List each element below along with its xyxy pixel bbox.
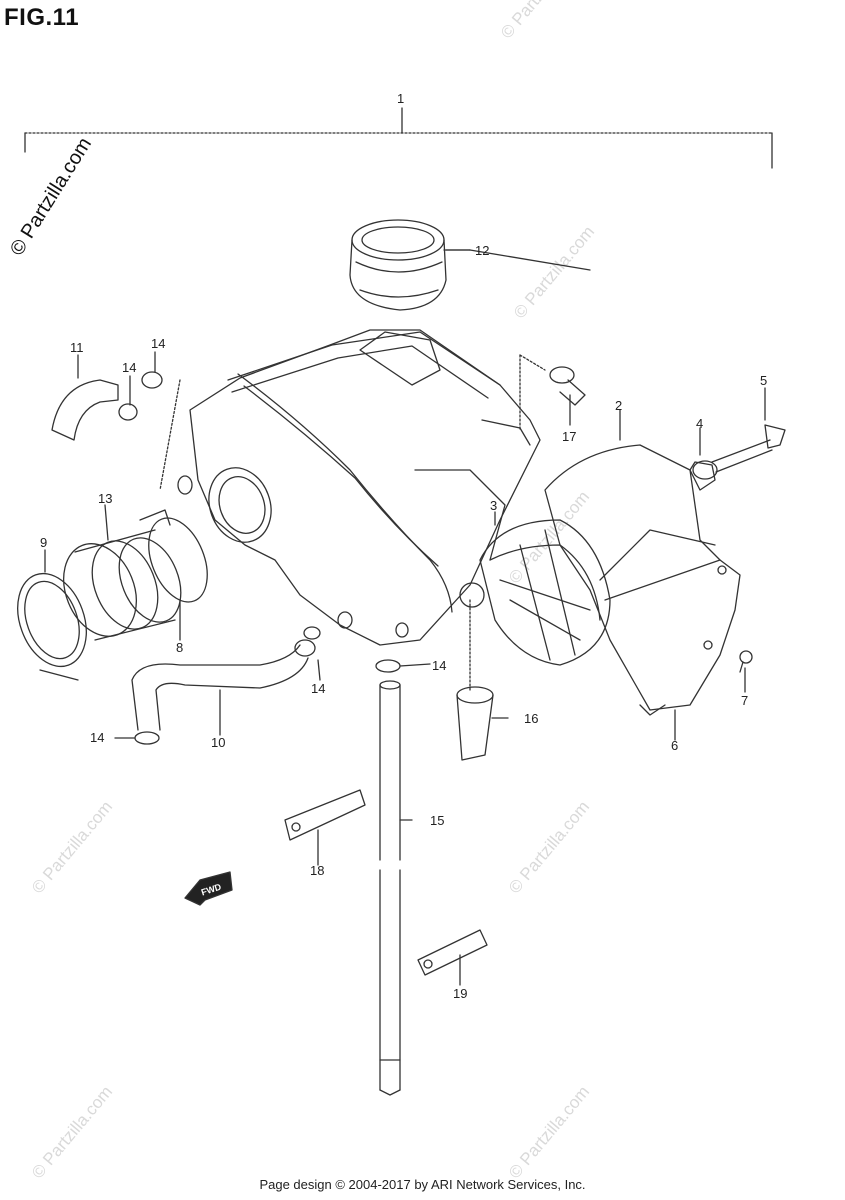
intake-boot-part xyxy=(349,219,471,311)
hose-upper xyxy=(51,371,163,441)
callout-5: 5 xyxy=(760,373,767,388)
callout-17: 17 xyxy=(562,429,576,444)
bolt xyxy=(549,366,586,406)
callout-11: 11 xyxy=(70,340,84,355)
callout-12: 12 xyxy=(475,243,489,258)
callout-1: 1 xyxy=(397,91,404,106)
callout-13: 13 xyxy=(98,491,112,506)
callout-18: 18 xyxy=(310,863,324,878)
filter-element xyxy=(459,519,611,666)
clamp-18 xyxy=(284,789,366,841)
callout-6: 6 xyxy=(671,738,678,753)
air-cleaner-case xyxy=(177,329,541,646)
figure-title: FIG.11 xyxy=(4,4,80,31)
callouts: 1 2 3 4 5 6 7 8 9 10 11 12 13 14 14 14 1… xyxy=(40,91,767,1001)
fwd-arrow-shape xyxy=(184,871,233,906)
connector-lines xyxy=(159,354,546,691)
air-cleaner-cover xyxy=(544,444,741,716)
small-screw xyxy=(739,650,753,673)
callout-3: 3 xyxy=(490,498,497,513)
mount-screw xyxy=(689,424,786,491)
callout-14-a: 14 xyxy=(151,336,165,351)
callout-2: 2 xyxy=(615,398,622,413)
callout-8: 8 xyxy=(176,640,183,655)
clamp-19 xyxy=(417,929,488,976)
drain-tube xyxy=(379,680,401,1096)
leader-lines xyxy=(44,249,766,986)
callout-7: 7 xyxy=(741,693,748,708)
assembly-bracket xyxy=(24,107,773,169)
callout-10: 10 xyxy=(211,735,225,750)
callout-14-d: 14 xyxy=(311,681,325,696)
callout-14-c: 14 xyxy=(432,658,446,673)
intake-duct xyxy=(17,509,208,681)
callout-14-e: 14 xyxy=(90,730,104,745)
callout-9: 9 xyxy=(40,535,47,550)
callout-14-b: 14 xyxy=(122,360,136,375)
callout-16: 16 xyxy=(524,711,538,726)
callout-15: 15 xyxy=(430,813,444,828)
page-footer: Page design © 2004-2017 by ARI Network S… xyxy=(259,1177,586,1192)
callout-4: 4 xyxy=(696,416,703,431)
callout-19: 19 xyxy=(453,986,467,1001)
drain-cap xyxy=(456,686,494,761)
hose-lower xyxy=(131,626,401,745)
